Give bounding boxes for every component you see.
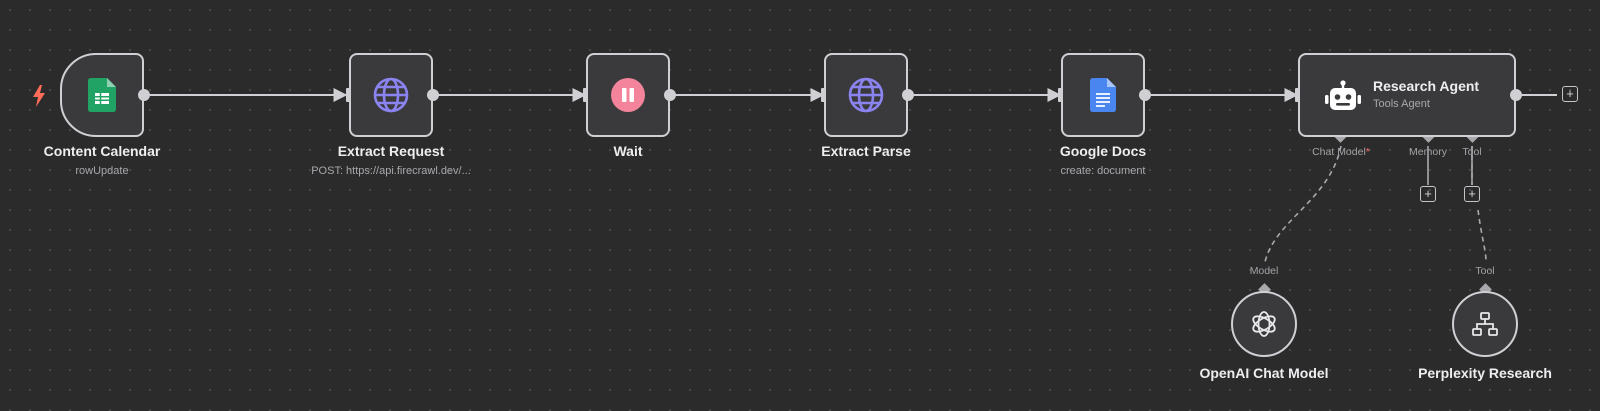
google-docs-title: Google Docs [1059, 143, 1147, 159]
add-tool-button[interactable]: + [1464, 186, 1480, 202]
output-port-research-agent[interactable] [1510, 89, 1522, 101]
research-agent-node[interactable]: Research Agent Tools Agent [1298, 53, 1516, 137]
extract-parse-node[interactable] [824, 53, 908, 137]
network-icon [1472, 312, 1498, 336]
openai-chat-model-title: OpenAI Chat Model [1199, 365, 1329, 381]
globe-icon [373, 77, 409, 113]
tool-port-label: Tool [1462, 146, 1482, 158]
globe-icon [848, 77, 884, 113]
add-node-after-agent-button[interactable]: + [1562, 86, 1578, 102]
wait-node[interactable] [586, 53, 670, 137]
research-agent-subtitle: Tools Agent [1373, 98, 1430, 110]
robot-icon [1325, 80, 1361, 110]
connection-chat-model-dashed [1264, 145, 1342, 263]
model-input-label: Model [1249, 265, 1279, 277]
perplexity-research-title: Perplexity Research [1418, 365, 1552, 381]
google-docs-node[interactable] [1061, 53, 1145, 137]
google-docs-icon [1090, 78, 1116, 112]
perplexity-research-node[interactable] [1452, 291, 1518, 357]
research-agent-title: Research Agent [1373, 78, 1480, 94]
extract-request-title: Extract Request [337, 143, 445, 159]
output-port-google-docs[interactable] [1139, 89, 1151, 101]
extract-request-node[interactable] [349, 53, 433, 137]
pause-icon [611, 78, 645, 112]
output-port-extract-request[interactable] [427, 89, 439, 101]
openai-chat-model-node[interactable] [1231, 291, 1297, 357]
extract-request-subtitle: POST: https://api.firecrawl.dev/... [311, 165, 471, 177]
extract-parse-title: Extract Parse [821, 143, 911, 159]
tool-input-label: Tool [1475, 265, 1495, 277]
content-calendar-subtitle: rowUpdate [75, 165, 129, 177]
google-docs-subtitle: create: document [1060, 165, 1146, 177]
trigger-bolt-icon [33, 85, 45, 107]
output-port-wait[interactable] [664, 89, 676, 101]
content-calendar-title: Content Calendar [43, 143, 161, 159]
connection-tool-dashed [1471, 146, 1487, 263]
required-mark: * [1365, 146, 1370, 158]
wait-title: Wait [613, 143, 643, 159]
output-port-content-calendar[interactable] [138, 89, 150, 101]
chat-model-port-label: Chat Model* [1306, 146, 1376, 158]
add-memory-button[interactable]: + [1420, 186, 1436, 202]
google-sheets-icon [88, 78, 116, 112]
output-port-extract-parse[interactable] [902, 89, 914, 101]
openai-icon [1252, 311, 1276, 337]
content-calendar-node[interactable] [60, 53, 144, 137]
chat-model-port-text: Chat Model [1312, 146, 1366, 158]
memory-port-label: Memory [1409, 146, 1447, 158]
